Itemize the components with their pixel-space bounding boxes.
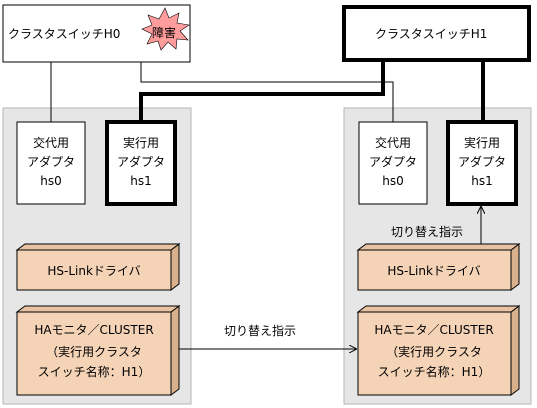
left-hslink-driver: HS-Linkドライバ: [15, 243, 181, 291]
h0-to-right-standby-line: [140, 62, 394, 122]
left-active-adapter-line1: 実行用: [123, 135, 159, 150]
right-ha-monitor: HAモニタ／CLUSTER （実行用クラスタ スイッチ名称：H1）: [356, 305, 521, 396]
right-ha-monitor-line3: スイッチ名称：H1）: [378, 364, 491, 379]
left-ha-monitor-line1: HAモニタ／CLUSTER: [34, 323, 153, 337]
right-hslink-driver-label: HS-Linkドライバ: [387, 264, 480, 278]
right-active-adapter-line3: hs1: [471, 174, 493, 188]
right-active-adapter-line2: アダプタ: [458, 154, 506, 169]
fault-badge: 障害: [141, 7, 190, 51]
left-active-adapter-line2: アダプタ: [117, 154, 165, 169]
left-standby-adapter: 交代用 アダプタ hs0: [16, 121, 86, 205]
right-standby-adapter-line3: hs0: [382, 174, 404, 188]
right-standby-adapter-line1: 交代用: [375, 135, 411, 150]
cluster-switch-h1-label: クラスタスイッチH1: [375, 27, 487, 41]
left-standby-adapter-line1: 交代用: [33, 135, 69, 150]
monitor-switch-instruction-label: 切り替え指示: [224, 323, 296, 338]
right-active-adapter-line1: 実行用: [464, 135, 500, 150]
driver-switch-instruction-label: 切り替え指示: [391, 224, 463, 239]
right-ha-monitor-line2: （実行用クラスタ: [386, 344, 482, 359]
left-ha-monitor-line3: スイッチ名称：H1）: [38, 364, 151, 379]
left-ha-monitor: HAモニタ／CLUSTER （実行用クラスタ スイッチ名称：H1）: [15, 305, 181, 396]
fault-badge-label: 障害: [152, 25, 176, 40]
right-active-adapter: 実行用 アダプタ hs1: [446, 120, 518, 206]
right-hslink-driver: HS-Linkドライバ: [356, 243, 521, 291]
left-hslink-driver-label: HS-Linkドライバ: [47, 264, 140, 278]
right-standby-adapter-line2: アダプタ: [369, 154, 417, 169]
left-active-adapter: 実行用 アダプタ hs1: [105, 120, 177, 206]
left-active-adapter-line3: hs1: [130, 174, 152, 188]
cluster-switch-h0: クラスタスイッチH0: [2, 4, 191, 63]
right-standby-adapter: 交代用 アダプタ hs0: [358, 121, 428, 205]
left-standby-adapter-line2: アダプタ: [27, 154, 75, 169]
cluster-switch-h0-label: クラスタスイッチH0: [8, 27, 120, 41]
left-standby-adapter-line3: hs0: [40, 174, 62, 188]
fault-burst-icon: [141, 7, 190, 51]
cluster-switch-h1: クラスタスイッチH1: [342, 5, 531, 62]
right-ha-monitor-line1: HAモニタ／CLUSTER: [374, 323, 493, 337]
h1-to-left-active-line: [139, 62, 385, 122]
left-ha-monitor-line2: （実行用クラスタ: [46, 344, 142, 359]
